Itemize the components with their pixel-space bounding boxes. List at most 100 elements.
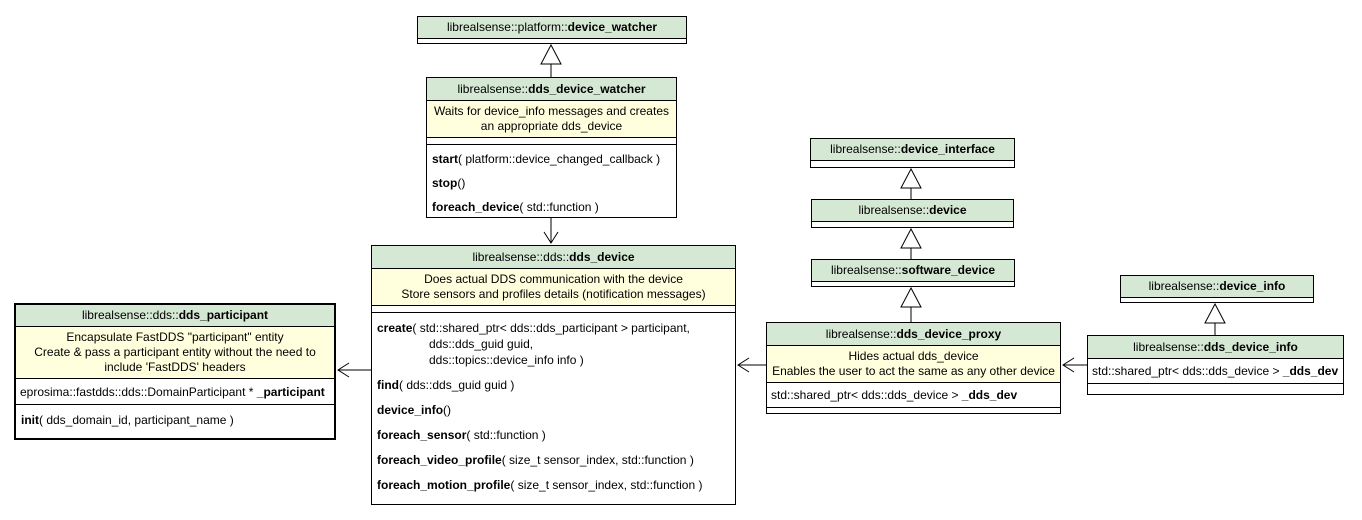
association-arrow-ddsdeviceinfo-to-ddsdeviceproxy: [1062, 357, 1087, 373]
inheritance-arrow-ddsdeviceinfo-to-deviceinfo: [1204, 302, 1226, 335]
class-dds-participant: librealsense::dds::dds_participant Encap…: [14, 303, 336, 440]
method-signature-continuation: dds::topics::device_info info ): [429, 353, 584, 367]
attribute-type: eprosima::fastdds::dds::DomainParticipan…: [20, 385, 257, 399]
method: find( dds::dds_guid guid ): [377, 373, 730, 398]
method: init( dds_domain_id, participant_name ): [21, 413, 329, 427]
class-name: dds_device: [569, 250, 635, 264]
class-device-info: librealsense::device_info: [1120, 275, 1314, 303]
method-name: foreach_sensor: [377, 428, 467, 442]
method-name: start: [432, 152, 459, 166]
class-namespace: librealsense::: [1133, 340, 1204, 354]
class-namespace: librealsense::: [858, 203, 930, 217]
empty-section: [418, 39, 686, 43]
class-title: librealsense::dds_device_proxy: [767, 323, 1060, 346]
method: device_info(): [377, 398, 730, 423]
method: foreach_sensor( std::function ): [377, 423, 730, 448]
method: stop(): [432, 171, 671, 195]
inheritance-arrow-softwaredevice-to-device: [900, 227, 922, 259]
class-name: device_info: [1219, 279, 1286, 293]
attribute: eprosima::fastdds::dds::DomainParticipan…: [16, 379, 334, 405]
class-dds-device: librealsense::dds::dds_device Does actua…: [371, 245, 736, 505]
method-name: create: [377, 321, 413, 335]
method-signature: ( std::shared_ptr< dds::dds_participant …: [412, 321, 690, 335]
class-namespace: librealsense::: [825, 327, 897, 341]
method-name: foreach_video_profile: [377, 453, 502, 467]
class-namespace: librealsense::: [457, 82, 529, 96]
class-namespace: librealsense::platform::: [446, 20, 568, 34]
empty-section: [812, 222, 1013, 227]
class-name: device_interface: [900, 142, 995, 156]
class-name: device_watcher: [567, 20, 658, 34]
empty-methods-section: [767, 408, 1060, 413]
class-namespace: librealsense::: [830, 263, 902, 277]
class-title: librealsense::software_device: [812, 260, 1014, 282]
class-platform-device-watcher: librealsense::platform::device_watcher: [417, 16, 687, 44]
method-signature: ( dds_domain_id, participant_name ): [39, 413, 234, 427]
class-device-interface: librealsense::device_interface: [810, 138, 1015, 168]
class-description: Does actual DDS communication with the d…: [372, 269, 735, 306]
class-device: librealsense::device: [811, 199, 1014, 228]
inheritance-arrow-device-to-deviceinterface: [900, 167, 922, 199]
method: foreach_motion_profile( size_t sensor_in…: [377, 473, 730, 498]
empty-attributes-section: [372, 306, 735, 313]
association-arrow-ddswatcher-to-ddsdevice: [543, 218, 559, 244]
methods-section: start( platform::device_changed_callback…: [427, 145, 676, 221]
class-description: Hides actual dds_device Enables the user…: [767, 346, 1060, 383]
method-name: foreach_device: [432, 200, 520, 214]
class-software-device: librealsense::software_device: [811, 259, 1015, 287]
inheritance-arrow-ddswatcher-to-platformwatcher: [540, 43, 562, 77]
methods-section: init( dds_domain_id, participant_name ): [16, 405, 334, 438]
method-signature: ( std::function ): [519, 200, 599, 214]
association-arrow-ddsdeviceproxy-to-ddsdevice: [737, 357, 766, 373]
class-title: librealsense::dds::dds_participant: [16, 305, 334, 327]
class-name: dds_participant: [178, 308, 269, 322]
method-signature: ( std::function ): [466, 428, 546, 442]
attribute: std::shared_ptr< dds::dds_device > _dds_…: [1088, 359, 1343, 384]
class-title: librealsense::dds::dds_device: [372, 246, 735, 269]
method: create( std::shared_ptr< dds::dds_partic…: [377, 315, 730, 373]
method: foreach_device( std::function ): [432, 195, 671, 219]
method-signature: ( size_t sensor_index, std::function ): [501, 453, 694, 467]
class-dds-device-watcher: librealsense::dds_device_watcher Waits f…: [426, 77, 677, 218]
method-signature: ( platform::device_changed_callback ): [458, 152, 661, 166]
class-namespace: librealsense::dds::: [472, 250, 570, 264]
method: start( platform::device_changed_callback…: [432, 147, 671, 171]
method-signature: (): [443, 403, 452, 417]
class-name: dds_device_info: [1203, 340, 1298, 354]
method-name: device_info: [377, 403, 444, 417]
method-name: init: [21, 413, 39, 427]
class-name: dds_device_watcher: [528, 82, 646, 96]
attribute-type: std::shared_ptr< dds::dds_device >: [1092, 364, 1283, 378]
class-namespace: librealsense::dds::: [81, 308, 179, 322]
method-signature-continuation: dds::dds_guid guid,: [429, 337, 534, 351]
class-name: software_device: [901, 263, 996, 277]
class-dds-device-info: librealsense::dds_device_info std::share…: [1087, 335, 1344, 395]
attribute-name: _dds_dev: [1282, 364, 1339, 378]
empty-section: [1121, 298, 1313, 302]
class-title: librealsense::device_info: [1121, 276, 1313, 298]
class-namespace: librealsense::: [1148, 279, 1220, 293]
attribute: std::shared_ptr< dds::dds_device > _dds_…: [767, 383, 1060, 408]
class-namespace: librealsense::: [830, 142, 901, 156]
empty-attributes-section: [427, 138, 676, 145]
class-title: librealsense::device_interface: [811, 139, 1014, 161]
association-arrow-ddsdevice-to-ddsparticipant: [337, 362, 371, 378]
methods-section: create( std::shared_ptr< dds::dds_partic…: [372, 313, 735, 504]
empty-section: [811, 161, 1014, 167]
class-description: Waits for device_info messages and creat…: [427, 101, 676, 138]
attribute-type: std::shared_ptr< dds::dds_device >: [771, 388, 962, 402]
inheritance-arrow-ddsdeviceproxy-to-softwaredevice: [900, 286, 922, 322]
class-title: librealsense::device: [812, 200, 1013, 222]
class-name: dds_device_proxy: [896, 327, 1002, 341]
class-name: device: [929, 203, 967, 217]
method-name: stop: [432, 176, 458, 190]
method-name: find: [377, 378, 399, 392]
method: foreach_video_profile( size_t sensor_ind…: [377, 448, 730, 473]
class-title: librealsense::platform::device_watcher: [418, 17, 686, 39]
class-dds-device-proxy: librealsense::dds_device_proxy Hides act…: [766, 322, 1061, 414]
class-description: Encapsulate FastDDS "participant" entity…: [16, 327, 334, 379]
empty-section: [812, 282, 1014, 286]
empty-methods-section: [1088, 384, 1343, 394]
class-title: librealsense::dds_device_info: [1088, 336, 1343, 359]
